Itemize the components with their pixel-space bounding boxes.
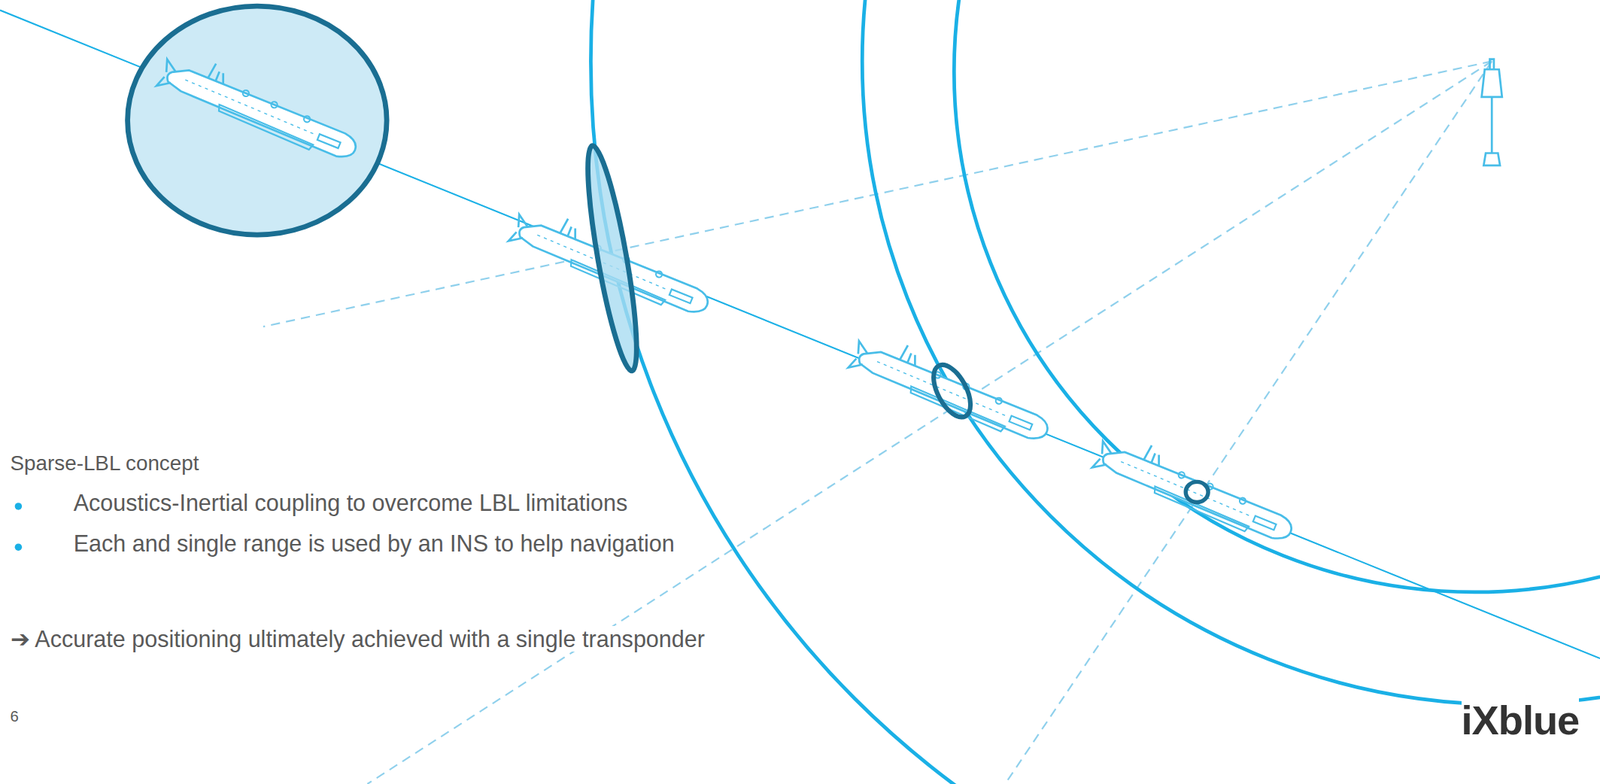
conclusion-text: ➔ Accurate positioning ultimately achiev… [10,625,705,652]
range-circle [953,0,1600,593]
page-number: 6 [10,707,19,725]
uncertainty-ellipse [578,142,647,374]
range-circle [590,0,1600,784]
logo-text: iXblue [1461,696,1580,744]
bullet [15,543,22,550]
page-number: 6 [10,707,19,726]
range-circle [862,0,1600,705]
auv [847,327,1058,448]
auv [155,45,366,166]
bullet-text: Each and single range is used by an INS … [73,530,675,557]
bullet [15,502,22,510]
range-circles [590,0,1600,784]
logo-text: iXblue [1461,697,1580,743]
uncertainty-ellipse [127,6,388,235]
range-dashed-lines [263,60,1492,784]
bullet-text: Acoustics-Inertial coupling to overcome … [73,489,629,516]
bullet-text: Each and single range is used by an INS … [73,530,675,556]
transponder [1481,59,1503,166]
bullet-dots [15,502,22,551]
range-line [367,60,1492,784]
auv [1091,428,1302,548]
uncertainty-ellipse [925,358,978,423]
range-line [1004,60,1492,784]
uncertainty-ellipse [1185,481,1209,502]
bullet-text: Acoustics-Inertial coupling to overcome … [73,489,629,517]
conclusion-text: ➔ Accurate positioning ultimately achiev… [10,625,705,653]
heading-text: Sparse-LBL concept [10,451,200,476]
trajectory-line [0,10,1600,659]
heading-text: Sparse-LBL concept [10,451,200,475]
